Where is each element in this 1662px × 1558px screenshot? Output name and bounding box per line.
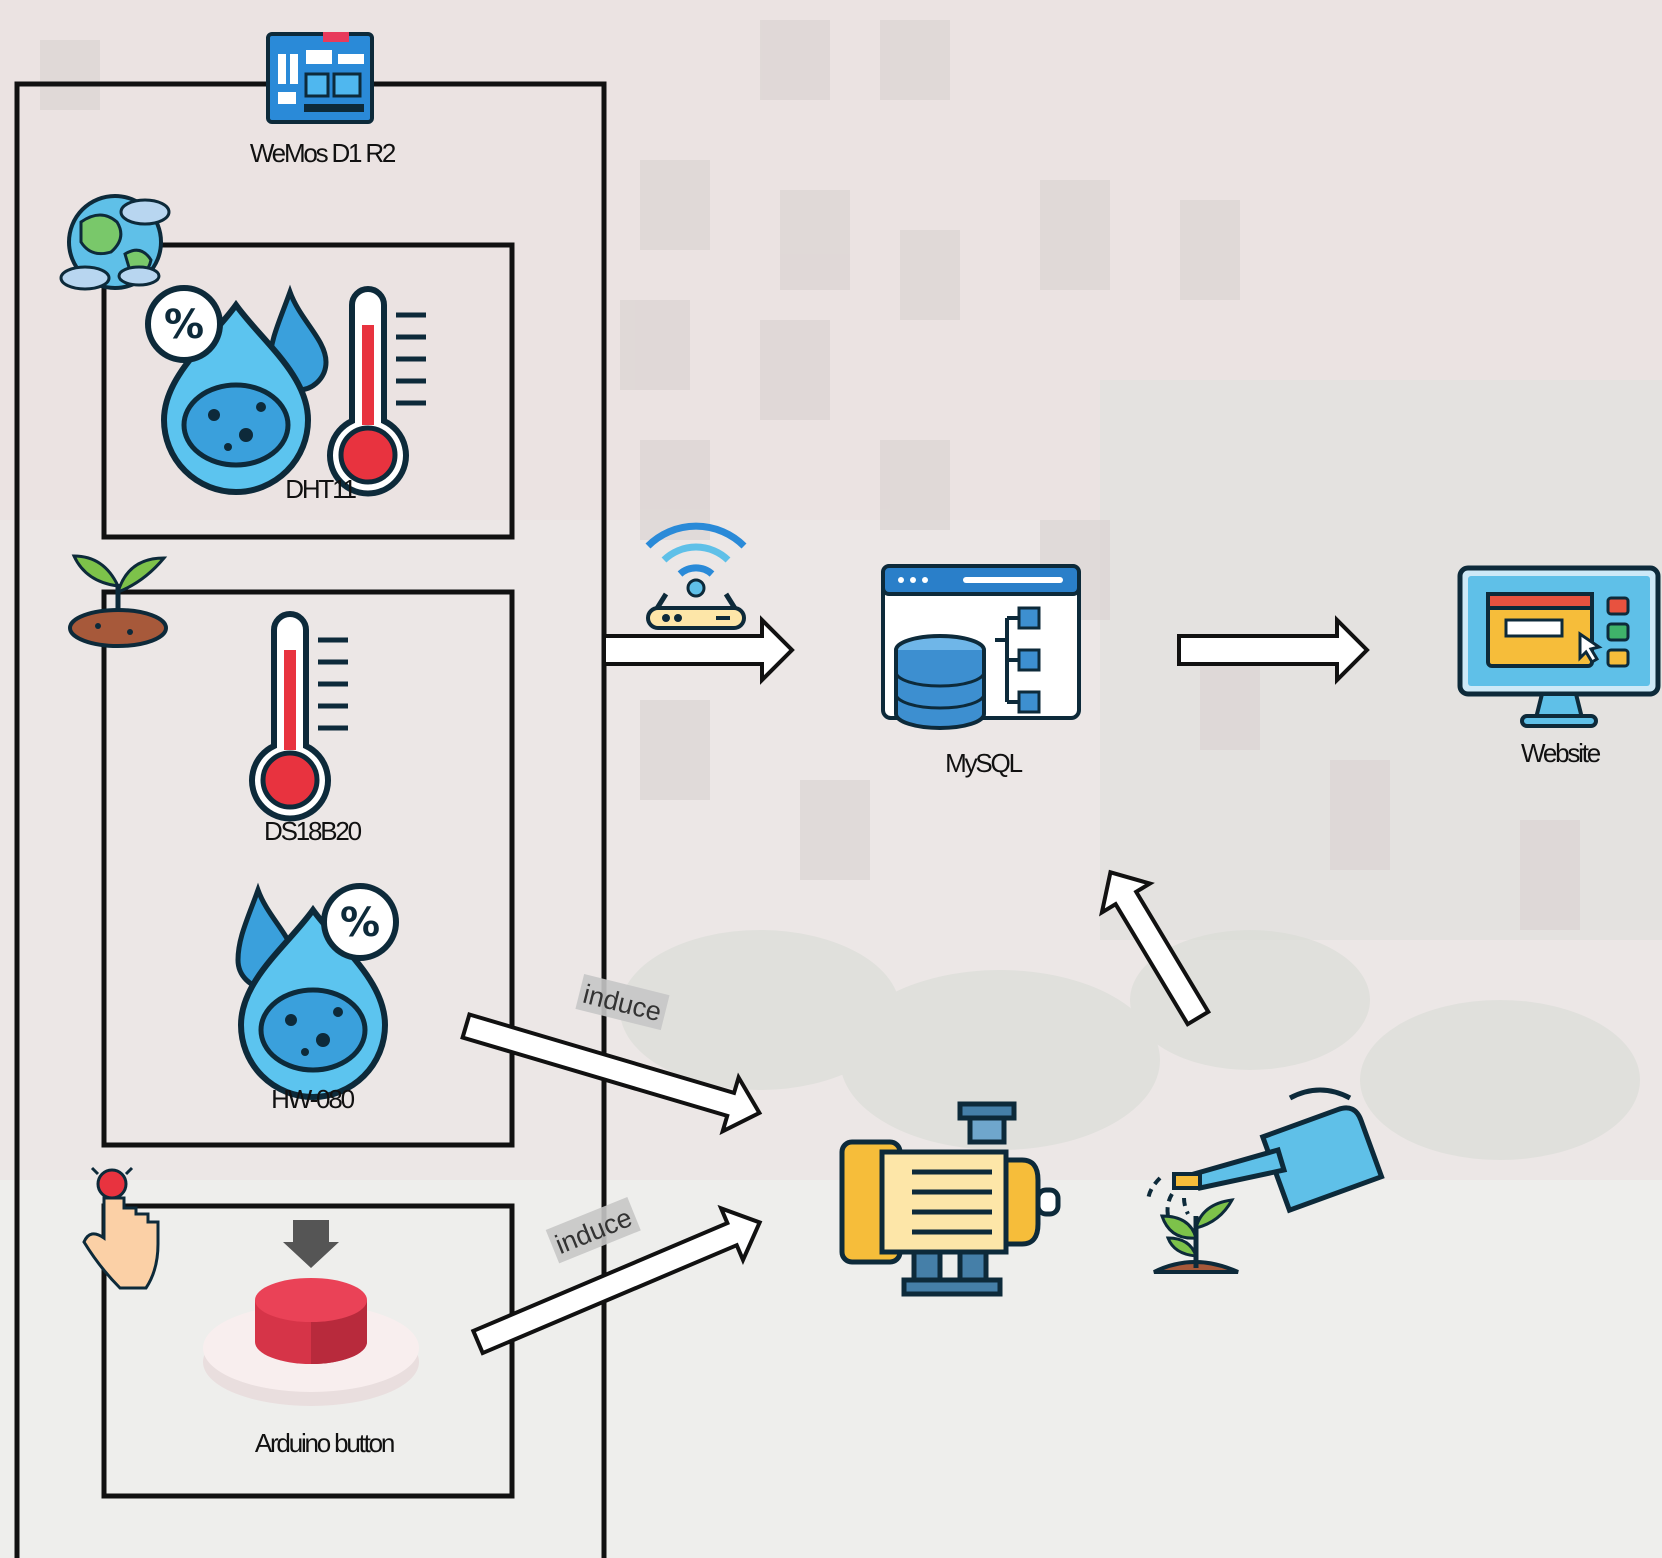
thermometer-icon — [252, 614, 348, 818]
arrow-database-to-website — [1177, 615, 1370, 685]
dht11-box — [101, 242, 515, 540]
hw080-label: HW-080 — [271, 1084, 354, 1114]
button-box — [101, 1203, 515, 1499]
watering-can-plant-icon — [1146, 1087, 1385, 1274]
arrow-button-to-pump — [470, 1204, 763, 1356]
water-pump-icon — [839, 1101, 1061, 1297]
arrow-watering-to-database — [1098, 869, 1212, 1027]
database-label: MySQL — [945, 748, 1022, 778]
dht11-label: DHT11 — [285, 474, 356, 504]
soil-sensors-box — [101, 589, 515, 1148]
database-icon — [881, 564, 1081, 730]
humidity-temperature-icon — [148, 284, 426, 493]
finger-press-icon — [82, 1166, 160, 1290]
arrow-hw080-to-pump — [460, 1012, 763, 1136]
soil-moisture-icon — [235, 882, 396, 1097]
arrow-board-to-database — [602, 615, 795, 685]
push-button-icon — [203, 1220, 419, 1406]
edge-tag-induce-1: induce — [575, 973, 670, 1031]
ds18b20-label: DS18B20 — [264, 816, 362, 846]
edge-tag-induce-2: induce — [545, 1196, 641, 1264]
wifi-router-icon — [645, 522, 747, 630]
board-label: WeMos D1 R2 — [250, 138, 396, 168]
monitor-website-icon — [1457, 565, 1661, 728]
microcontroller-board-icon — [266, 32, 374, 124]
earth-icon — [59, 194, 171, 291]
sprout-soil-icon — [68, 554, 168, 648]
website-label: Website — [1521, 738, 1601, 768]
button-label: Arduino button — [255, 1428, 394, 1458]
